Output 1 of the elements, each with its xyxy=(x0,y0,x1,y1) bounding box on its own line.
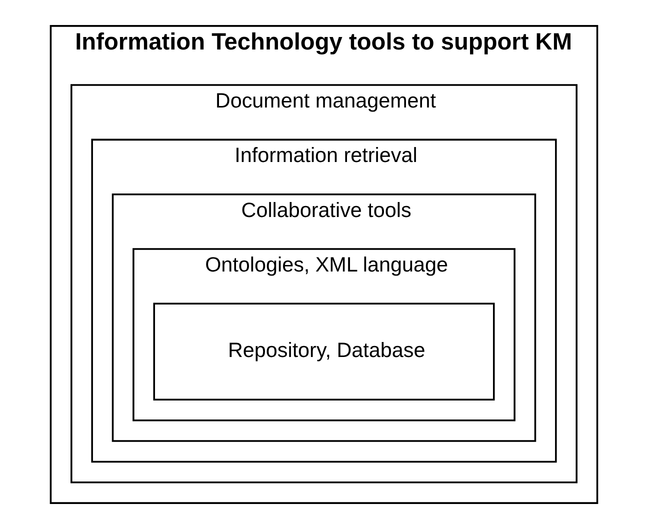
node-box: Repository, Database xyxy=(152,302,494,401)
